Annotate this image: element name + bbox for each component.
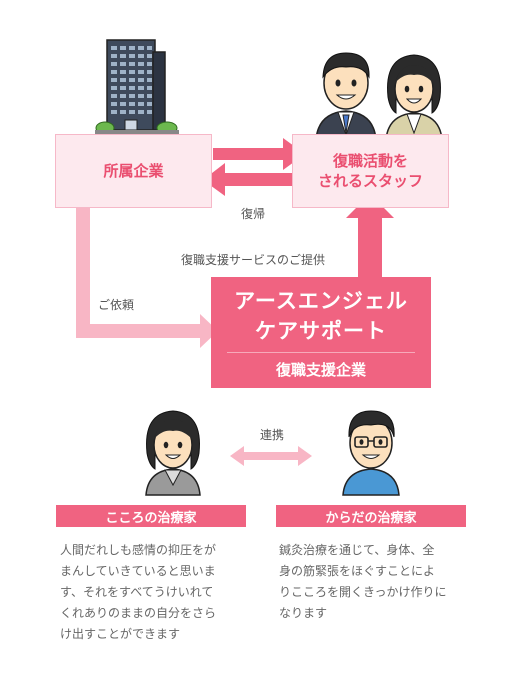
mind-desc-line: 人間だれしも感情の抑圧をが — [60, 543, 217, 557]
main-provider-node: アースエンジェル ケアサポート 復職支援企業 — [211, 277, 431, 388]
body-desc-line: なります — [279, 606, 328, 620]
main-title-line1: アースエンジェル — [234, 289, 408, 313]
body-desc-line: 身の筋緊張をほぐすことによ — [279, 564, 436, 578]
cooperation-label: 連携 — [260, 428, 285, 442]
male-staff-icon — [315, 52, 377, 141]
staff-label-line2: されるスタッフ — [317, 172, 423, 190]
arrow-main-to-staff — [346, 194, 394, 278]
body-therapist-title-bar: からだの治療家 — [276, 505, 466, 527]
arrow-cooperation — [230, 446, 312, 466]
body-therapist-title: からだの治療家 — [325, 510, 417, 526]
mind-therapist-title-bar: こころの治療家 — [56, 505, 246, 527]
request-label: ご依頼 — [98, 298, 135, 312]
company-node: 所属企業 — [55, 134, 212, 208]
body-desc-line: りこころを開くきっかけ作りに — [279, 585, 447, 599]
mind-therapist-description: 人間だれしも感情の抑圧をが まんしていきていると思いま す、それをすべてうけいれ… — [60, 540, 260, 645]
main-title-line2: ケアサポート — [255, 319, 387, 343]
mind-desc-line: け出すことができます — [60, 627, 181, 641]
body-therapist-icon — [342, 410, 400, 496]
mind-therapist-title: こころの治療家 — [105, 510, 197, 526]
main-divider — [227, 352, 415, 353]
main-subtitle: 復職支援企業 — [275, 361, 366, 379]
body-therapist-description: 鍼灸治療を通じて、身体、全 身の筋緊張をほぐすことによ りこころを開くきっかけ作… — [279, 540, 479, 624]
body-desc-line: 鍼灸治療を通じて、身体、全 — [279, 543, 435, 557]
staff-label-line1: 復職活動を — [332, 151, 408, 170]
mind-desc-line: す、それをすべてうけいれて — [60, 585, 214, 599]
office-building-icon — [95, 39, 179, 135]
mind-desc-line: くれありのままの自分をさら — [60, 606, 217, 620]
company-label: 所属企業 — [103, 161, 164, 180]
service-label: 復職支援サービスのご提供 — [181, 253, 326, 267]
return-label: 復帰 — [241, 207, 266, 221]
arrow-company-to-main — [76, 208, 218, 348]
staff-node: 復職活動を されるスタッフ — [292, 134, 449, 208]
mind-therapist-icon — [145, 410, 201, 496]
mind-desc-line: まんしていきていると思いま — [60, 564, 216, 578]
arrow-company-to-staff — [213, 138, 305, 170]
arrow-staff-to-company — [203, 163, 295, 196]
female-staff-icon — [385, 54, 443, 141]
